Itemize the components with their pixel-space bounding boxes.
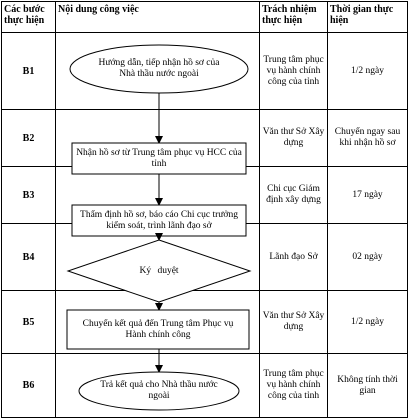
start-ellipse-text: Hướng dẫn, tiếp nhận hồ sơ của Nhà thầu … bbox=[98, 58, 220, 79]
step-label: B5 bbox=[1, 290, 56, 354]
process-box-text: Nhận hồ sơ từ Trung tâm phục vụ HCC của … bbox=[76, 147, 242, 169]
header-row: Các bước thực hiện Nội dung công việc Tr… bbox=[1, 1, 408, 33]
process-box-text: Thẩm định hồ sơ, báo cáo Chi cục trưởng … bbox=[80, 209, 238, 231]
header-content: Nội dung công việc bbox=[55, 1, 260, 33]
header-step: Các bước thực hiện bbox=[1, 1, 56, 33]
step-label: B3 bbox=[1, 166, 56, 224]
responsibility-cell: Trung tâm phục vụ hành chính công của tỉ… bbox=[259, 353, 328, 418]
process-box bbox=[66, 309, 250, 350]
time-cell: 1/2 ngày bbox=[327, 32, 408, 110]
responsibility-cell: Văn thư Sở Xây dựng bbox=[259, 109, 328, 167]
end-ellipse bbox=[78, 371, 240, 411]
header-time: Thời gian thực hiện bbox=[327, 1, 408, 33]
time-cell: Không tính thời gian bbox=[327, 353, 408, 418]
responsibility-cell: Chi cục Giám định xây dựng bbox=[259, 166, 328, 224]
time-cell: Chuyển ngay sau khi nhận hồ sơ bbox=[327, 109, 408, 167]
responsibility-cell: Lãnh đạo Sở bbox=[259, 223, 328, 291]
time-cell: 02 ngày bbox=[327, 223, 408, 291]
process-box-text: Chuyển kết quả đến Trung tâm Phục vụ Hàn… bbox=[82, 318, 234, 340]
decision-diamond-text: Ký duyệt bbox=[139, 265, 179, 276]
responsibility-cell: Trung tâm phục vụ hành chính công của tỉ… bbox=[259, 32, 328, 110]
end-ellipse-text: Trả kết quả cho Nhà thầu nước ngoài bbox=[100, 380, 218, 401]
step-label: B6 bbox=[1, 353, 56, 418]
